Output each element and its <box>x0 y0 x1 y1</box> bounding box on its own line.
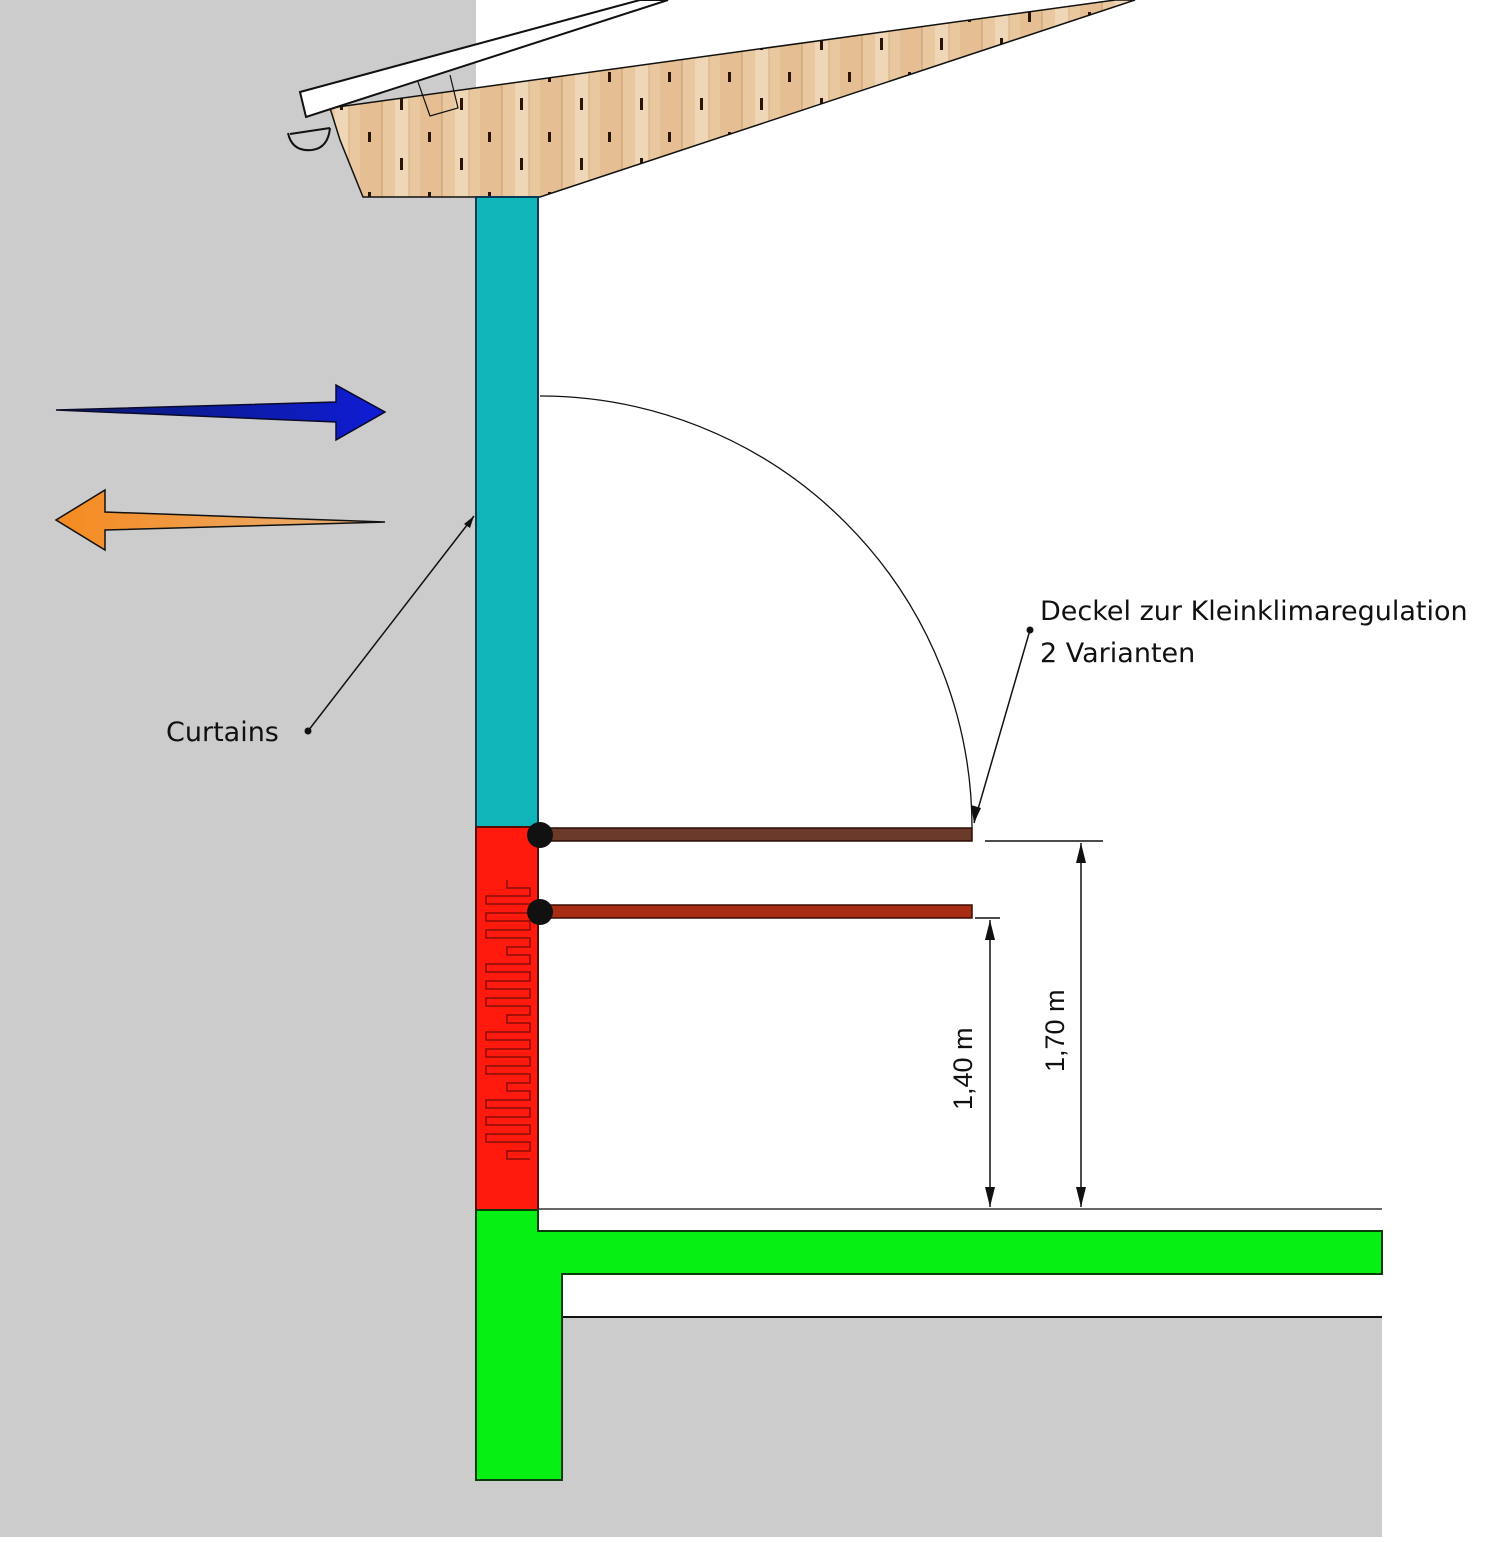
roof-rafter <box>329 0 1136 198</box>
curtains-label: Curtains <box>166 717 279 748</box>
right-margin <box>1382 1317 1500 1537</box>
hinge-upper <box>527 822 553 848</box>
lid-leader-dot <box>1026 626 1034 634</box>
curtains-leader-line <box>307 515 475 732</box>
ground-below-floor <box>476 1317 1382 1537</box>
heating-coil <box>485 880 531 1160</box>
curtains-leader-dot <box>304 727 312 735</box>
lid-leader-arrowhead <box>971 805 981 823</box>
cold-air-arrow-icon <box>55 383 387 442</box>
foundation <box>475 1209 1383 1481</box>
warm-air-arrow-icon <box>54 488 386 552</box>
lid-leader-line <box>973 629 1031 824</box>
lid-label-line2: 2 Varianten <box>1040 638 1195 669</box>
dim-label-high: 1,70 m <box>1040 989 1070 1072</box>
roof-fascia-board <box>298 0 669 119</box>
roof <box>287 0 1136 198</box>
lid-variant-lower <box>539 904 973 919</box>
curtain-wall-section <box>475 196 539 828</box>
roof-bracket <box>417 74 459 117</box>
dim-label-low: 1,40 m <box>948 1027 978 1110</box>
lid-label-line1: Deckel zur Kleinklimaregulation <box>1040 596 1468 627</box>
dimension-1-70: 1,70 m <box>985 840 1103 1207</box>
lid-swing-arc <box>539 395 973 829</box>
exterior-area <box>0 0 476 1537</box>
curtains-leader-arrowhead <box>464 516 474 528</box>
lid-variant-upper <box>539 827 973 842</box>
gutter-icon <box>287 127 331 152</box>
dimension-1-40: 1,40 m <box>948 917 1000 1207</box>
hinge-lower <box>527 899 553 925</box>
